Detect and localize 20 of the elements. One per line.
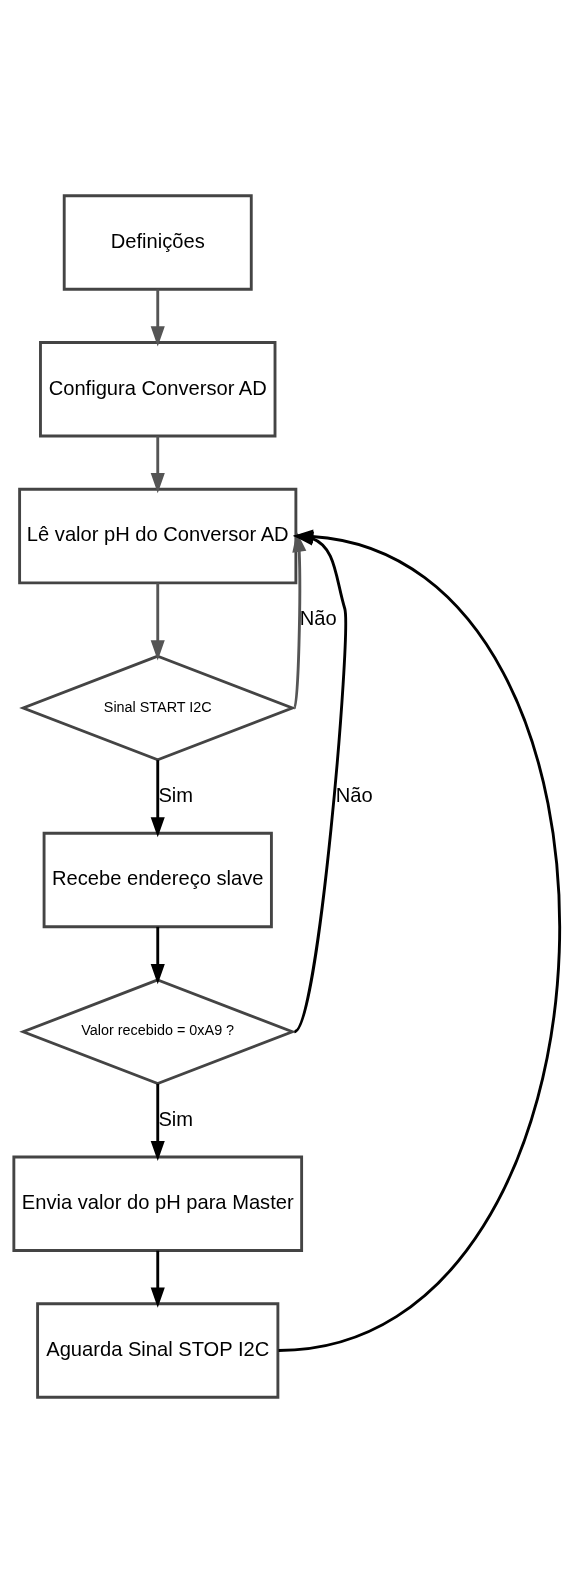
node-box: Aguarda Sinal STOP I2C <box>36 1302 280 1399</box>
edge-label: Sim <box>158 1107 194 1130</box>
arrow <box>150 583 165 661</box>
edge-label: Não <box>299 606 337 629</box>
arrow <box>150 289 165 347</box>
node-box: Configura Conversor AD <box>39 341 277 438</box>
node-box: Definições <box>62 194 253 291</box>
arrow <box>150 1083 165 1162</box>
node-box: Envia valor do pH para Master <box>12 1155 304 1252</box>
node-box: Lê valor pH do Conversor AD <box>18 487 298 585</box>
arrow <box>150 926 165 985</box>
arrow <box>150 760 165 838</box>
arrow <box>150 436 165 494</box>
node-diamond: Valor recebido = 0xA9 ? <box>19 978 297 1086</box>
arrow <box>150 1250 165 1308</box>
edge-label: Sim <box>158 783 194 806</box>
edge-label: Não <box>335 783 373 806</box>
node-box: Recebe endereço slave <box>42 831 273 929</box>
node-diamond: Sinal START I2C <box>19 654 297 762</box>
arrow <box>292 531 307 709</box>
